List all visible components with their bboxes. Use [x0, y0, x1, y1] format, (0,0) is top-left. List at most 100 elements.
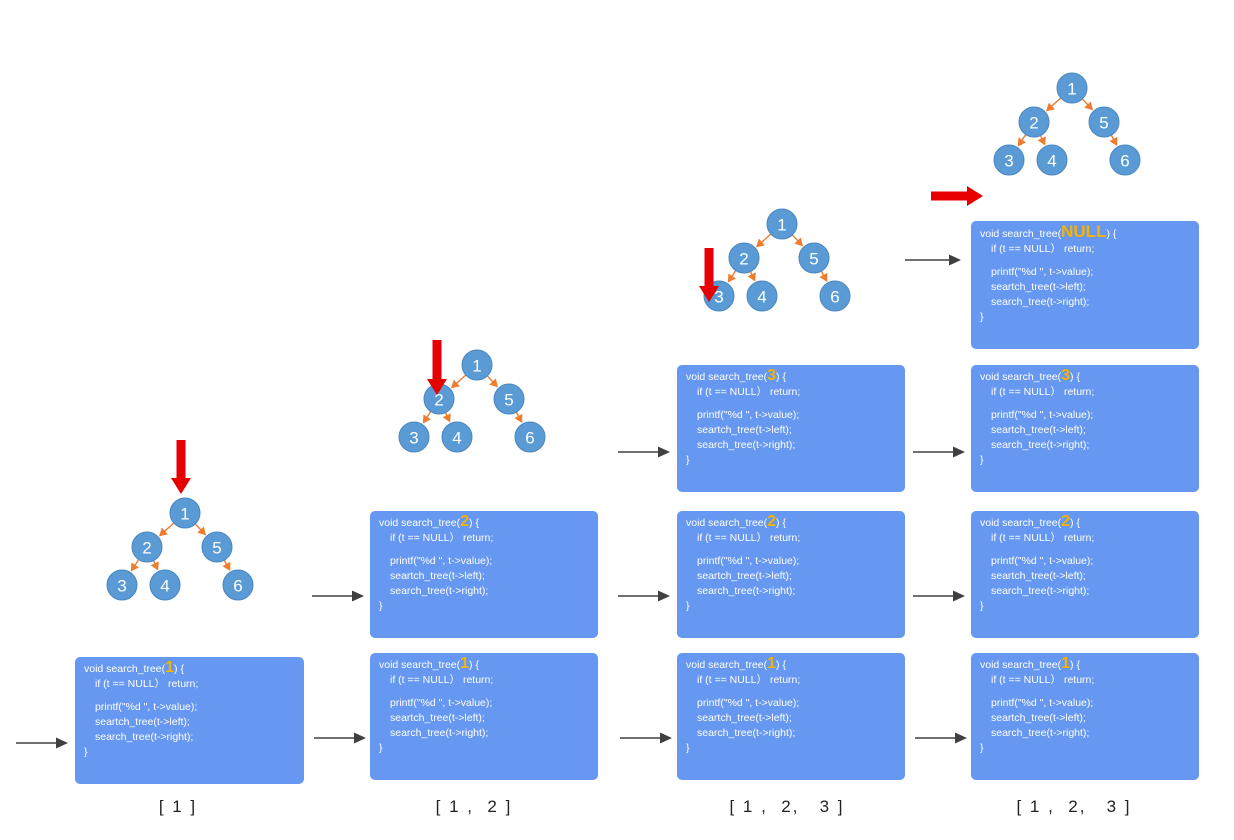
stack-frame-search-tree-two-step-3: void search_tree(2) { if (t == NULL） retu…: [677, 511, 905, 638]
null-check-line: if (t == NULL） return;: [697, 386, 801, 398]
svg-text:4: 4: [452, 429, 461, 448]
tree-edge: [1049, 97, 1062, 108]
printf-line: printf("%d ", t->value);: [991, 697, 1094, 709]
tree-edge-arrowhead: [450, 379, 460, 389]
svg-text:1: 1: [180, 505, 189, 524]
svg-text:6: 6: [525, 429, 534, 448]
right-recursion-line: search_tree(t->right);: [697, 439, 796, 451]
call-flow-arrow-step-4: [905, 254, 961, 266]
call-flow-arrow-step-3: [620, 732, 672, 744]
svg-text:1: 1: [777, 216, 786, 235]
stack-frame-search-tree-two-step-4: void search_tree(2) {if (t == NULL） retu…: [971, 511, 1199, 638]
printf-line: printf("%d ", t->value);: [991, 409, 1094, 421]
tree-edge-arrowhead: [130, 562, 139, 572]
tree-edge-arrowhead: [747, 272, 756, 282]
closing-brace: }: [686, 742, 690, 754]
left-recursion-line: seartch_tree(t->left);: [991, 712, 1086, 724]
svg-text:6: 6: [1120, 152, 1129, 171]
right-recursion-line: search_tree(t->right);: [991, 727, 1090, 739]
function-signature: void search_tree(2) {: [686, 513, 786, 530]
printf-line: printf("%d ", t->value);: [390, 555, 493, 567]
right-recursion-line: search_tree(t->right);: [390, 727, 489, 739]
stack-frame-search-tree-three-step-4: void search_tree(3) {if (t == NULL） retu…: [971, 365, 1199, 492]
tree-edge-arrowhead: [222, 561, 231, 571]
svg-text:2: 2: [1029, 114, 1038, 133]
tree-edge-arrowhead: [755, 238, 765, 248]
tree-edge-arrowhead: [442, 413, 451, 423]
call-flow-arrow-step-3: [618, 590, 670, 602]
tree-edge-arrowhead: [150, 561, 159, 571]
function-signature: void search_tree(NULL) {: [980, 222, 1117, 241]
tree-node-4: 4: [746, 280, 778, 312]
null-check-line: if (t == NULL） return;: [991, 243, 1095, 255]
tree-node-5: 5: [1088, 106, 1120, 138]
closing-brace: }: [379, 600, 383, 612]
stack-frame-search-tree-three-step-3: void search_tree(3) { if (t == NULL） retu…: [677, 365, 905, 492]
null-check-line: if (t == NULL） return;: [697, 674, 801, 686]
svg-text:4: 4: [1047, 152, 1056, 171]
tree-node-6: 6: [1109, 144, 1141, 176]
call-flow-arrow-step-2: [312, 590, 364, 602]
left-recursion-line: seartch_tree(t->left);: [697, 712, 792, 724]
stack-frame-search-tree-one-step-4: void search_tree(1) {if (t == NULL） retu…: [971, 653, 1199, 780]
null-check-line: if (t == NULL） return;: [991, 386, 1095, 398]
function-signature: void search_tree(3) {: [686, 367, 786, 384]
tree-node-1: 1: [1056, 72, 1088, 104]
svg-text:5: 5: [809, 250, 818, 269]
result-label-step-4: [ 1 , 2, 3 ]: [1016, 797, 1132, 816]
svg-text:3: 3: [409, 429, 418, 448]
null-check-line: if (t == NULL） return;: [390, 674, 494, 686]
closing-brace: }: [379, 742, 383, 754]
tree-node-1: 1: [766, 208, 798, 240]
left-recursion-line: seartch_tree(t->left);: [991, 424, 1086, 436]
argument-value: 1: [165, 659, 175, 676]
argument-value: 3: [767, 367, 777, 384]
svg-text:1: 1: [1067, 80, 1076, 99]
tree-node-6: 6: [222, 569, 254, 601]
tree-node-5: 5: [798, 242, 830, 274]
printf-line: printf("%d ", t->value);: [697, 555, 800, 567]
function-signature: void search_tree(1) {: [686, 655, 786, 672]
tree-edge-arrowhead: [158, 527, 168, 537]
closing-brace: }: [980, 311, 984, 323]
tree-node-3: 3: [398, 421, 430, 453]
svg-text:2: 2: [142, 539, 151, 558]
left-recursion-line: seartch_tree(t->left);: [697, 570, 792, 582]
svg-text:2: 2: [434, 391, 443, 410]
argument-value: 2: [1061, 513, 1071, 530]
current-node-pointer-step-4: [931, 186, 983, 206]
closing-brace: }: [980, 600, 984, 612]
binary-tree-step-4: 1 2 5 3 4 6: [993, 72, 1141, 176]
call-flow-arrow-step-4: [913, 446, 965, 458]
tree-node-1: 1: [461, 349, 493, 381]
null-check-line: if (t == NULL） return;: [991, 674, 1095, 686]
call-flow-arrow-step-3: [618, 446, 670, 458]
tree-node-1: 1: [169, 497, 201, 529]
null-check-line: if (t == NULL） return;: [697, 532, 801, 544]
binary-tree-step-2: 12 5 3 4 6: [398, 349, 546, 453]
argument-value: 1: [460, 655, 470, 672]
stack-frame-search-tree-two-step-2: void search_tree(2) {if (t == NULL） retu…: [370, 511, 598, 638]
result-label-step-1: [ 1 ]: [158, 797, 198, 816]
svg-text:5: 5: [504, 391, 513, 410]
tree-node-4: 4: [149, 569, 181, 601]
call-flow-arrow-step-4: [915, 732, 967, 744]
current-node-pointer-step-1: [171, 440, 191, 494]
result-label-step-2: [ 1 , 2 ]: [435, 797, 513, 816]
printf-line: printf("%d ", t->value);: [390, 697, 493, 709]
svg-text:5: 5: [1099, 114, 1108, 133]
closing-brace: }: [980, 742, 984, 754]
svg-text:5: 5: [212, 539, 221, 558]
tree-node-2: 2: [728, 242, 760, 274]
null-check-line: if (t == NULL） return;: [95, 678, 199, 690]
tree-edge-arrowhead: [819, 272, 828, 282]
tree-edge-arrowhead: [489, 378, 499, 388]
tree-edge: [759, 233, 772, 244]
tree-node-3: 3: [106, 569, 138, 601]
svg-text:3: 3: [117, 577, 126, 596]
printf-line: printf("%d ", t->value);: [991, 555, 1094, 567]
result-label-step-3: [ 1 , 2, 3 ]: [729, 797, 845, 816]
tree-node-4: 4: [441, 421, 473, 453]
stack-frame-search-tree-one-step-1: void search_tree(1) {if (t == NULL） retu…: [75, 657, 304, 784]
tree-node-3: 3: [993, 144, 1025, 176]
